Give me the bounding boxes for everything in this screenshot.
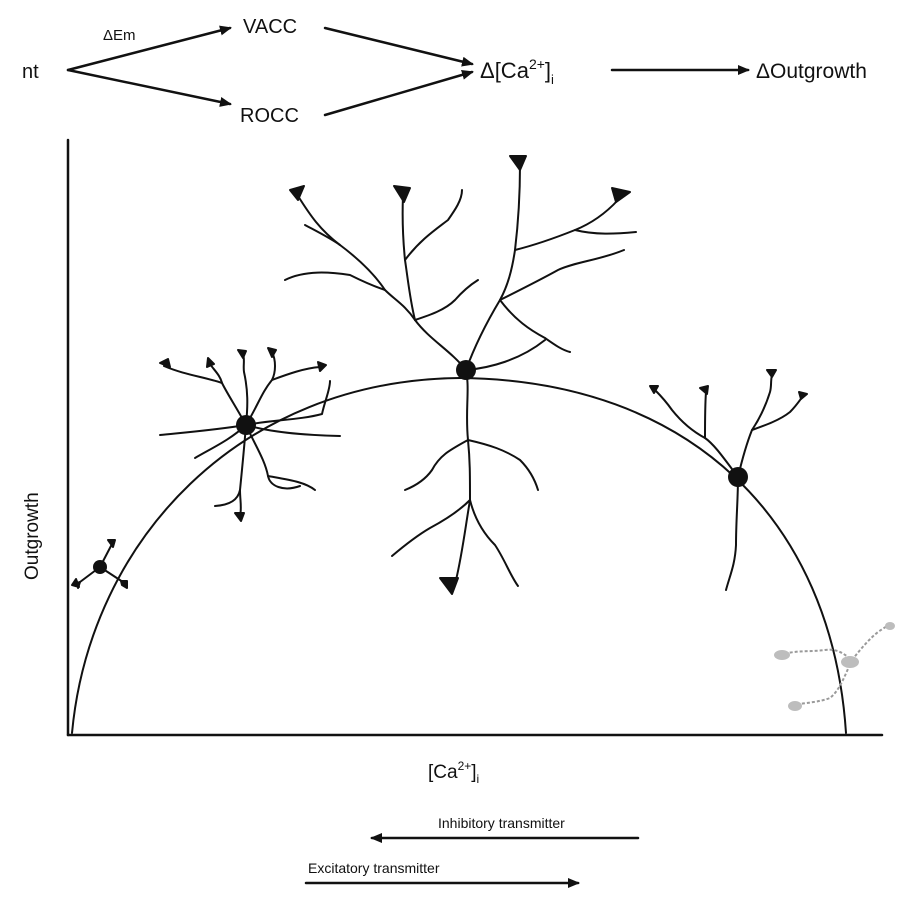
vacc-label: VACC [243, 16, 297, 38]
neuron-high-calcium [649, 369, 808, 591]
nt-to-rocc-arrow [66, 68, 232, 107]
nt-to-vacc-arrow [66, 25, 232, 72]
y-axis-label: Outgrowth [22, 492, 43, 580]
neuron-low-calcium [71, 539, 128, 589]
nt-label: nt [22, 61, 39, 83]
inhibitory-transmitter-label: Inhibitory transmitter [438, 815, 565, 831]
neuron-rising-calcium [159, 347, 341, 522]
excitatory-transmitter-label: Excitatory transmitter [308, 860, 440, 876]
x-axis-label: [Ca2+]i [428, 759, 479, 786]
neuron-excess-calcium-faded [774, 622, 895, 711]
signalling-scheme: nt ΔEm VACC ROCC Δ[Ca2+]i ΔOutgrowth [22, 16, 867, 127]
transmitter-legend: Inhibitory transmitter Excitatory transm… [304, 815, 640, 888]
rocc-to-calcium-arrow [323, 70, 474, 117]
plot-axes: Outgrowth [Ca2+]i [22, 138, 884, 786]
rocc-label: ROCC [240, 105, 299, 127]
neuron-optimal-calcium [284, 155, 637, 595]
delta-outgrowth-label: ΔOutgrowth [756, 60, 867, 83]
vacc-to-calcium-arrow [323, 26, 474, 67]
delta-calcium-label: Δ[Ca2+]i [480, 56, 554, 87]
delta-em-label: ΔEm [103, 27, 136, 44]
